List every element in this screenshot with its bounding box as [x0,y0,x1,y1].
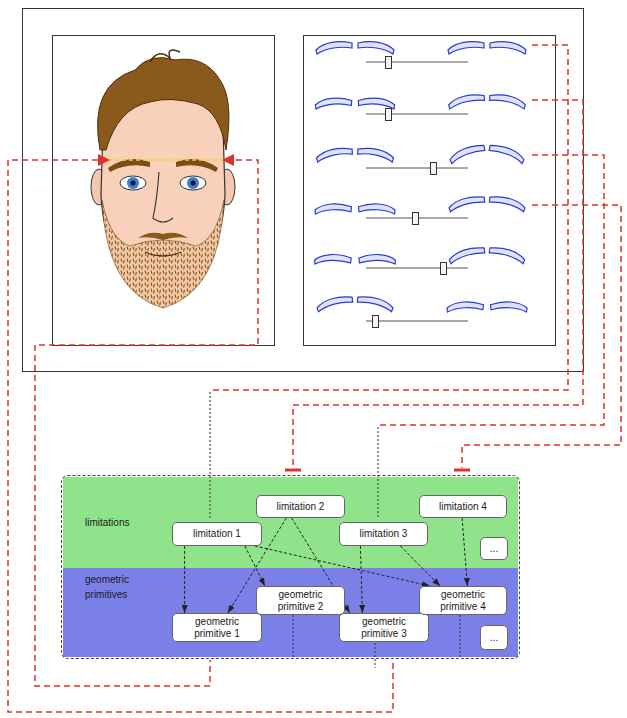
process-box: ... [480,537,508,560]
measure-arrow [98,154,110,166]
box-label: limitation 2 [277,501,325,513]
box-label: limitation 4 [439,501,487,513]
measure-arrow [222,154,234,166]
box-label: ... [490,543,498,555]
box-label: limitation 1 [193,528,241,540]
brow-row [314,247,526,269]
red-leaders [8,45,621,712]
box-label: limitation 3 [360,528,408,540]
moustache [138,233,188,240]
pupil [191,181,196,186]
process-box: geometric primitive 3 [339,613,429,642]
band-label: geometric primitives [85,572,163,602]
slider-thumbs [373,57,447,328]
eyebrow [108,159,150,172]
box-label: geometric primitive 3 [345,616,423,639]
eyebrow [176,159,218,172]
group-outline [62,476,520,659]
screen-frame [23,9,584,372]
head [101,75,225,305]
brow-row [316,144,526,164]
band-label: limitations [85,515,175,530]
box-label: geometric primitive 4 [425,589,501,612]
ear [91,169,107,205]
eye [180,176,206,190]
process-box: limitation 4 [419,495,507,518]
brow-row [315,196,526,218]
mouth [145,252,181,256]
hair [98,58,229,150]
layer-band: geometric primitives geometric primitive … [63,568,518,657]
process-box: geometric primitive 2 [256,586,345,615]
measure-line [108,159,224,161]
eye [120,176,146,190]
pupil [131,181,136,186]
block-bars [285,469,470,472]
nose [153,172,173,222]
process-box: geometric primitive 4 [419,586,507,615]
ear [219,169,235,205]
process-box: limitation 3 [339,522,428,546]
box-label: geometric primitive 1 [178,616,256,639]
process-box: limitation 2 [256,495,345,518]
brow-row [316,42,526,54]
brow-row [315,94,526,111]
process-box: geometric primitive 1 [172,613,262,642]
face-illustration [91,50,235,308]
layer-band: limitations limitation 1 limitation 2 limit… [63,477,518,568]
iris [187,177,199,189]
process-box: limitation 1 [172,522,262,546]
hair-tuft [150,50,180,62]
box-label: geometric primitive 2 [262,589,339,612]
iris [127,177,139,189]
slider-panel [304,36,556,346]
eyebrow-rows [314,42,527,316]
slider-tracks [366,62,468,321]
beard [102,200,224,308]
box-label: ... [490,632,498,644]
face-panel [53,36,275,346]
brow-row [316,296,527,316]
process-box: ... [480,625,508,650]
